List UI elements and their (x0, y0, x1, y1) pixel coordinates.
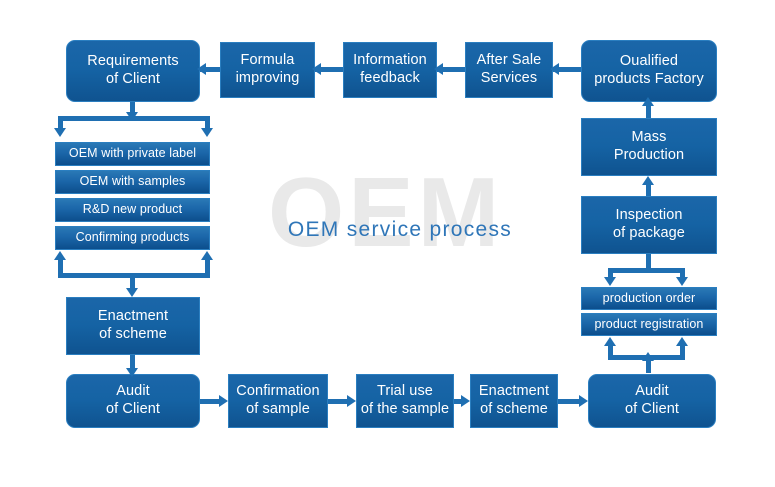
node-line-2: of Client (105, 401, 161, 417)
arrowhead-up (676, 337, 688, 346)
node-after-sale-services[interactable]: After Sale Services (465, 42, 553, 98)
node-line-2: of Client (624, 401, 680, 417)
node-line-1: Formula (240, 52, 295, 69)
node-line-1: Oualified (619, 53, 679, 70)
connector-left-fanout-leg-a (58, 116, 63, 132)
arrowhead-up (54, 251, 66, 260)
arrowhead-up (201, 251, 213, 260)
node-line-1: Confirming products (75, 230, 190, 245)
node-line-2: Production (613, 147, 685, 163)
connector-left-fanin-stem (130, 273, 135, 291)
connector-left-fanin-leg-a (58, 259, 63, 275)
node-line-1: R&D new product (82, 202, 183, 217)
node-audit-of-client-left[interactable]: Audit of Client (66, 374, 200, 428)
node-production-order[interactable]: production order (581, 287, 717, 310)
node-enactment-of-scheme-left[interactable]: Enactment of scheme (66, 297, 200, 355)
node-line-1: Confirmation (236, 383, 320, 400)
node-line-1: OEM with private label (68, 146, 197, 161)
connector-formula-to-requirements (200, 67, 220, 72)
arrowhead-left (312, 63, 321, 75)
connector-right-fanout-bar (608, 268, 685, 273)
arrowhead-right (461, 395, 470, 407)
node-information-feedback[interactable]: Information feedback (343, 42, 437, 98)
node-formula-improving[interactable]: Formula improving (220, 42, 315, 98)
node-trial-use-of-sample[interactable]: Trial use of the sample (356, 374, 454, 428)
node-line-1: product registration (594, 316, 704, 331)
arrowhead-right (579, 395, 588, 407)
connector-information-to-formula (315, 67, 343, 72)
node-line-1: Information (353, 52, 427, 69)
arrowhead-down (201, 128, 213, 137)
node-inspection-of-package[interactable]: Inspection of package (581, 196, 717, 254)
node-line-1: Enactment (97, 308, 169, 325)
node-line-2: products Factory (594, 71, 704, 87)
node-line-2: of sample (246, 401, 310, 417)
arrowhead-up (642, 352, 654, 361)
node-line-1: Enactment (478, 383, 550, 400)
node-line-2: of package (613, 225, 685, 241)
node-line-2: of the sample (360, 401, 450, 417)
arrowhead-right (219, 395, 228, 407)
arrowhead-down (604, 277, 616, 286)
arrowhead-up (604, 337, 616, 346)
node-product-registration[interactable]: product registration (581, 313, 717, 336)
connector-right-fanout-leg-b (680, 268, 685, 280)
node-line-2: Services (480, 70, 538, 86)
connector-enactment-to-audit-right (558, 399, 579, 404)
arrowhead-down (126, 288, 138, 297)
node-line-1: After Sale (476, 52, 542, 69)
connector-requirements-stem (130, 102, 135, 116)
connector-right-fanin-leg-a (608, 345, 613, 357)
connector-enactment-to-audit-left (130, 355, 135, 372)
connector-inspection-to-mass (646, 182, 651, 196)
node-line-1: Audit (116, 383, 150, 400)
connector-right-fanout-leg-a (608, 268, 613, 280)
watermark-text: OEM (268, 157, 504, 267)
node-line-1: production order (602, 290, 696, 305)
connector-right-fanin-stem (646, 355, 651, 373)
connector-right-fanin-leg-b (680, 345, 685, 357)
node-line-1: Requirements (87, 53, 179, 70)
node-mass-production[interactable]: Mass Production (581, 118, 717, 176)
connector-audit-to-confirmation (200, 399, 219, 404)
arrowhead-left (197, 63, 206, 75)
node-requirements-of-client[interactable]: Requirements of Client (66, 40, 200, 102)
node-enactment-of-scheme-bottom[interactable]: Enactment of scheme (470, 374, 558, 428)
node-line-2: improving (235, 70, 300, 86)
connector-mass-to-qualified (646, 102, 651, 118)
connector-confirmation-to-trial (328, 399, 347, 404)
diagram-title: OEM service process (287, 218, 513, 241)
node-confirming-products[interactable]: Confirming products (55, 226, 210, 250)
arrowhead-down (126, 112, 138, 121)
node-line-1: OEM with samples (79, 174, 186, 189)
connector-left-fanin-leg-b (205, 259, 210, 275)
arrowhead-down (676, 277, 688, 286)
node-qualified-products-factory[interactable]: Oualified products Factory (581, 40, 717, 102)
connector-aftersale-to-information (437, 67, 465, 72)
node-line-1: Trial use (377, 383, 433, 400)
connector-left-fanout-leg-b (205, 116, 210, 132)
arrowhead-right (347, 395, 356, 407)
node-line-2: of scheme (480, 401, 548, 417)
arrowhead-left (434, 63, 443, 75)
node-confirmation-of-sample[interactable]: Confirmation of sample (228, 374, 328, 428)
node-line-2: of Client (105, 71, 161, 87)
arrowhead-down (126, 368, 138, 377)
arrowhead-up (642, 176, 654, 185)
node-line-1: Inspection (615, 207, 683, 224)
node-line-1: Mass (631, 129, 667, 146)
connector-qualified-to-aftersale (553, 67, 581, 72)
node-line-2: of scheme (99, 326, 167, 342)
node-oem-with-samples[interactable]: OEM with samples (55, 170, 210, 194)
arrowhead-left (550, 63, 559, 75)
connector-right-fanout-stem (646, 254, 651, 268)
node-oem-private-label[interactable]: OEM with private label (55, 142, 210, 166)
arrowhead-down (54, 128, 66, 137)
node-line-1: Audit (635, 383, 669, 400)
node-line-2: feedback (360, 70, 420, 86)
node-rd-new-product[interactable]: R&D new product (55, 198, 210, 222)
arrowhead-up (642, 97, 654, 106)
node-audit-of-client-right[interactable]: Audit of Client (588, 374, 716, 428)
connector-trial-to-enactment (454, 399, 461, 404)
